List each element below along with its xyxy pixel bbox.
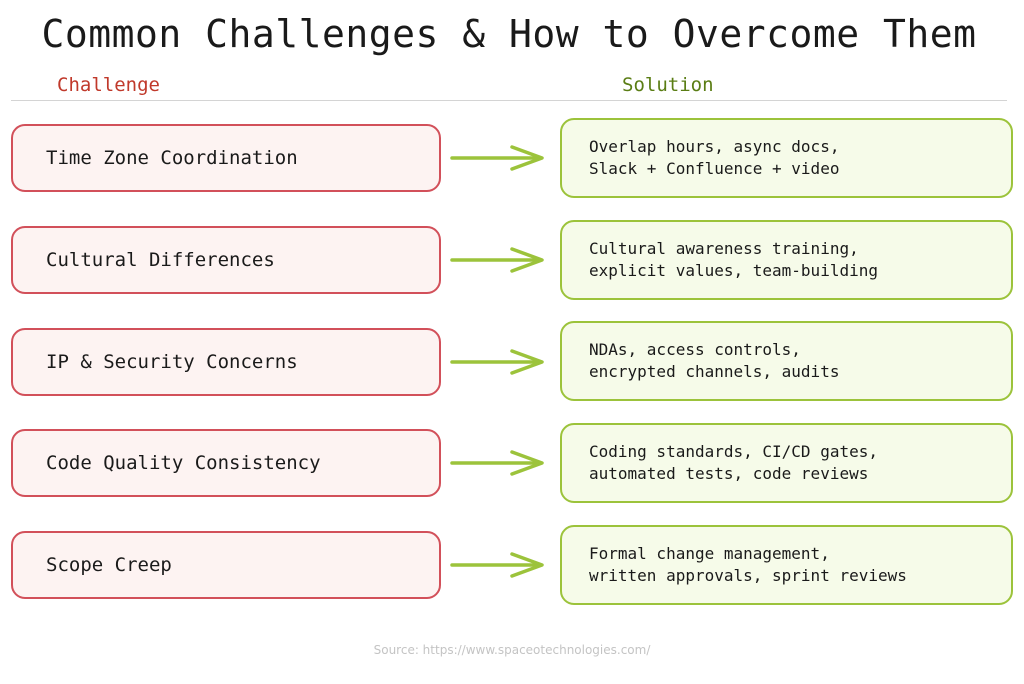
solution-box: Coding standards, CI/CD gates, automated…: [560, 423, 1013, 503]
solution-line: explicit values, team-building: [589, 261, 878, 280]
arrow-right-icon: [450, 450, 544, 476]
solution-box: NDAs, access controls, encrypted channel…: [560, 321, 1013, 401]
arrow-right-icon: [450, 247, 544, 273]
solution-column-header: Solution: [622, 74, 714, 96]
source-caption: Source: https://www.spaceotechnologies.c…: [373, 643, 651, 657]
challenge-box: Time Zone Coordination: [11, 124, 441, 192]
solution-line: NDAs, access controls,: [589, 340, 801, 359]
arrow-right-icon: [450, 349, 544, 375]
arrow-right-icon: [450, 145, 544, 171]
solution-line: Slack + Confluence + video: [589, 159, 840, 178]
solution-line: Cultural awareness training,: [589, 239, 859, 258]
challenge-box: Cultural Differences: [11, 226, 441, 294]
arrow-right-icon: [450, 552, 544, 578]
solution-line: Overlap hours, async docs,: [589, 137, 840, 156]
solution-line: automated tests, code reviews: [589, 464, 869, 483]
challenge-label: Code Quality Consistency: [46, 452, 321, 474]
challenge-label: Cultural Differences: [46, 249, 275, 271]
challenge-label: Time Zone Coordination: [46, 147, 298, 169]
solution-line: written approvals, sprint reviews: [589, 566, 907, 585]
challenge-label: IP & Security Concerns: [46, 351, 298, 373]
solution-line: Coding standards, CI/CD gates,: [589, 442, 878, 461]
challenge-box: Scope Creep: [11, 531, 441, 599]
solution-line: Formal change management,: [589, 544, 830, 563]
solution-box: Overlap hours, async docs, Slack + Confl…: [560, 118, 1013, 198]
challenge-column-header: Challenge: [57, 74, 160, 96]
challenge-box: IP & Security Concerns: [11, 328, 441, 396]
diagram-title: Common Challenges & How to Overcome Them: [41, 12, 977, 56]
header-divider: [11, 100, 1007, 101]
solution-line: encrypted channels, audits: [589, 362, 840, 381]
challenge-label: Scope Creep: [46, 554, 172, 576]
solution-box: Formal change management, written approv…: [560, 525, 1013, 605]
solution-box: Cultural awareness training, explicit va…: [560, 220, 1013, 300]
challenge-box: Code Quality Consistency: [11, 429, 441, 497]
